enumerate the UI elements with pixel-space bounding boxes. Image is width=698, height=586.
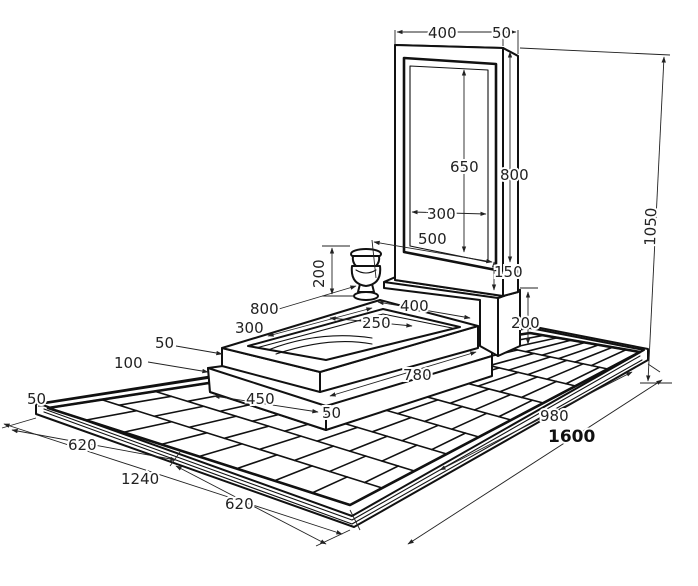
- tile-joint: [348, 435, 388, 452]
- dim-stele-height: 800: [500, 166, 529, 184]
- dim-border-thickness: 50: [155, 334, 174, 352]
- dim-lower-step: 450: [246, 390, 275, 408]
- dim-platform-width: 400: [400, 297, 429, 315]
- dim-platform-height: 200: [511, 314, 540, 332]
- dim-corner-offset: 50: [27, 390, 46, 408]
- tile-joint: [557, 344, 600, 360]
- tile-joint: [371, 416, 412, 433]
- dim-vase-height: 200: [310, 259, 328, 288]
- dim-border-step: 100: [114, 354, 143, 372]
- dim-flower-offset: 300: [235, 319, 264, 337]
- tile-joint: [541, 341, 586, 356]
- tile-joint: [488, 352, 535, 367]
- dimension-lines: [1, 29, 672, 547]
- dim-frame-width: 300: [427, 205, 456, 223]
- dim-stele-width: 400: [428, 24, 457, 42]
- dim-side-length: 980: [540, 407, 569, 425]
- dim-base-width: 500: [418, 230, 447, 248]
- tile-joint: [590, 348, 628, 367]
- dim-base-height: 150: [494, 263, 523, 281]
- dim-front-right: 620: [225, 495, 254, 513]
- tile-joint: [507, 356, 552, 371]
- dim-frame-height: 650: [450, 158, 479, 176]
- dim-vase-offset: 800: [250, 300, 279, 318]
- dim-total-height: 1050: [641, 207, 660, 246]
- dim-step-thickness: 50: [322, 404, 341, 422]
- stele: [394, 44, 519, 297]
- tile-joint: [84, 409, 138, 421]
- dimension-labels: 400 50 800 1050 650 300 500 150 200 800 …: [25, 22, 662, 515]
- tile-joint: [574, 346, 614, 363]
- tile-joint: [363, 465, 400, 484]
- dim-front-left: 620: [68, 436, 97, 454]
- dim-flower-width: 250: [362, 314, 391, 332]
- vase: [350, 248, 382, 301]
- tile-joint: [524, 339, 573, 353]
- tile-joint: [118, 395, 173, 406]
- dim-border-length: 780: [403, 366, 432, 384]
- dim-stele-thickness: 50: [492, 24, 511, 42]
- dim-total-length: 1600: [548, 427, 595, 447]
- tile-joint: [153, 405, 205, 418]
- dim-front-total: 1240: [121, 470, 159, 488]
